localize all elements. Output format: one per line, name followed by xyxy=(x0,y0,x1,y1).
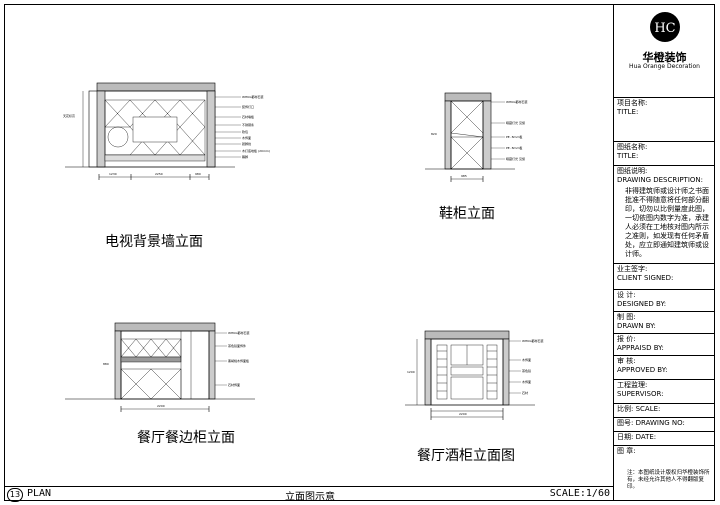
tv-note-7: 踏脚线 xyxy=(242,141,251,146)
description-body: 非得建筑师或设计师之书面批准不得随意将任何部分翻印，切勿以比例量度此图，一切依图… xyxy=(625,187,709,258)
shoe-note-2: 暗藏灯光 见施 xyxy=(506,120,525,125)
description-label: 图纸说明: xyxy=(617,167,648,175)
appraised-by-row: 报 价: APPRAISD BY: xyxy=(614,333,715,355)
sideboard-dim-1: 2200 xyxy=(157,404,165,408)
tv-side-dim: 天花标高 xyxy=(63,113,75,118)
shoe-note-4: PE. 8mm板 xyxy=(506,145,522,150)
tv-dim-3: 980 xyxy=(195,172,201,176)
sideboard-note-3: 黑胡桃木饰面板 xyxy=(228,358,249,363)
designed-by-label: 设 计: xyxy=(617,291,636,299)
drawing-area: WHKG都材石装 装饰灯口 石材墙板 不锈钢条 软包 木饰面 踏脚线 木打底地板… xyxy=(5,5,613,486)
wine-note-4: 木饰面 xyxy=(522,379,531,384)
drawing-name-label-en: TITLE: xyxy=(617,152,639,160)
sideboard-elevation xyxy=(65,322,255,412)
description-label-en: DRAWING DESCRIPTION: xyxy=(617,176,703,184)
drawing-no-label-en: DRAWING NO: xyxy=(635,419,685,427)
tv-note-1: WHKG都材石装 xyxy=(242,94,264,99)
client-signed-row: 业主签字: CLIENT SIGNED: xyxy=(614,263,715,289)
sheet-center-title: 立面图示意 xyxy=(285,492,335,503)
company-name-cn: 华橙装饰 xyxy=(642,51,687,64)
tv-wall-elevation xyxy=(65,82,241,180)
tv-note-5: 软包 xyxy=(242,129,248,134)
drawing-name-row: 图纸名称: TITLE: xyxy=(614,141,715,165)
project-name-label-en: TITLE: xyxy=(617,108,639,116)
sideboard-note-1: WHKG都材石装 xyxy=(228,330,250,335)
shoe-cabinet-caption: 鞋柜立面 xyxy=(439,206,495,222)
shoe-note-1: WHKG都材石装 xyxy=(506,99,528,104)
designed-by-row: 设 计: DESIGNED BY: xyxy=(614,289,715,311)
sideboard-note-4: 石材饰面 xyxy=(228,382,240,387)
scale-row: 比例: SCALE: xyxy=(614,403,715,417)
client-signed-label: 业主签字: xyxy=(617,265,648,273)
bottom-bar: 13 PLAN 立面图示意 SCALE:1/60 xyxy=(5,486,614,503)
shoe-note-3: PE. 8mm板 xyxy=(506,134,522,139)
tv-note-4: 不锈钢条 xyxy=(242,122,254,127)
company-name-en: Hua Orange Decoration xyxy=(629,63,700,70)
drawn-by-row: 制 图: DRAWN BY: xyxy=(614,311,715,333)
scale-label: 比例: xyxy=(617,405,634,413)
wine-dim-2: 1200 xyxy=(407,370,415,374)
shoe-note-5: 暗藏灯光 见施 xyxy=(506,156,525,161)
tv-dim-1: 1230 xyxy=(109,172,117,176)
drawn-by-label-en: DRAWN BY: xyxy=(617,322,656,330)
drawing-sheet: WHKG都材石装 装饰灯口 石材墙板 不锈钢条 软包 木饰面 踏脚线 木打底地板… xyxy=(4,4,715,503)
stamp-row: 图 章: 注：本图纸设计版权归华橙装饰所有，未经允许其他人不得翻版复印。 xyxy=(614,445,715,500)
tv-note-8: 木打底地板 (20mm) xyxy=(242,148,270,153)
approved-by-label-en: APPROVED BY: xyxy=(617,366,668,374)
sheet-scale: SCALE:1/60 xyxy=(549,488,610,499)
client-signed-label-en: CLIENT SIGNED: xyxy=(617,274,674,282)
sheet-number: 13 xyxy=(7,488,23,502)
project-name-label: 项目名称: xyxy=(617,99,648,107)
drawing-description-row: 图纸说明: DRAWING DESCRIPTION: 非得建筑师或设计师之书面批… xyxy=(614,165,715,263)
appraised-by-label-en: APPRAISD BY: xyxy=(617,344,664,352)
approved-by-row: 审 核: APPROVED BY: xyxy=(614,355,715,379)
supervisor-row: 工程监理: SUPERVISOR: xyxy=(614,379,715,403)
shoe-dim-2: 820 xyxy=(431,132,437,136)
project-name-row: 项目名称: TITLE: xyxy=(614,97,715,141)
tv-dim-2: 2250 xyxy=(155,172,163,176)
tv-note-6: 木饰面 xyxy=(242,135,251,140)
wine-note-1: WHKG都材石装 xyxy=(522,338,544,343)
elevation-drawings: WHKG都材石装 装饰灯口 石材墙板 不锈钢条 软包 木饰面 踏脚线 木打底地板… xyxy=(63,82,544,420)
date-label-en: DATE: xyxy=(635,433,657,441)
appraised-by-label: 报 价: xyxy=(617,335,636,343)
drawing-no-row: 图号: DRAWING NO: xyxy=(614,417,715,431)
wine-dim-1: 2200 xyxy=(459,412,467,416)
sideboard-note-2: 茶色镜面饰件 xyxy=(228,343,246,348)
wine-cabinet-caption: 餐厅酒柜立面图 xyxy=(417,448,515,464)
sideboard-caption: 餐厅餐边柜立面 xyxy=(137,430,235,446)
tv-note-9: 踢脚 xyxy=(242,154,248,159)
title-block: HC 华橙装饰 Hua Orange Decoration 项目名称: TITL… xyxy=(613,5,715,500)
drawn-by-label: 制 图: xyxy=(617,313,636,321)
logo-letters: HC xyxy=(654,21,675,36)
shoe-cabinet-elevation xyxy=(425,92,515,182)
approved-by-label: 审 核: xyxy=(617,357,636,365)
drawing-name-label: 图纸名称: xyxy=(617,143,648,151)
wine-cabinet-elevation xyxy=(405,330,535,420)
date-row: 日期: DATE: xyxy=(614,431,715,445)
date-label: 日期: xyxy=(617,433,634,441)
supervisor-label: 工程监理: xyxy=(617,381,648,389)
logo-mark-icon: HC xyxy=(650,12,680,42)
stamp-label: 图 章: xyxy=(617,447,636,455)
wine-note-5: 石材 xyxy=(522,390,528,395)
designed-by-label-en: DESIGNED BY: xyxy=(617,300,667,308)
tv-wall-caption: 电视背景墙立面 xyxy=(105,234,203,250)
drawing-no-label: 图号: xyxy=(617,419,634,427)
wine-note-2: 木饰面 xyxy=(522,357,531,362)
company-logo: HC 华橙装饰 Hua Orange Decoration xyxy=(614,5,715,97)
wine-note-3: 茶色镜 xyxy=(522,368,531,373)
sideboard-dim-2: 880 xyxy=(103,362,109,366)
scale-label-en: SCALE: xyxy=(635,405,661,413)
tv-note-3: 石材墙板 xyxy=(242,114,254,119)
copyright-note: 注：本图纸设计版权归华橙装饰所有，未经允许其他人不得翻版复印。 xyxy=(627,470,710,490)
supervisor-label-en: SUPERVISOR: xyxy=(617,390,664,398)
tv-note-2: 装饰灯口 xyxy=(242,104,254,109)
shoe-dim-1: 985 xyxy=(461,174,467,178)
plan-label: PLAN xyxy=(27,488,52,499)
